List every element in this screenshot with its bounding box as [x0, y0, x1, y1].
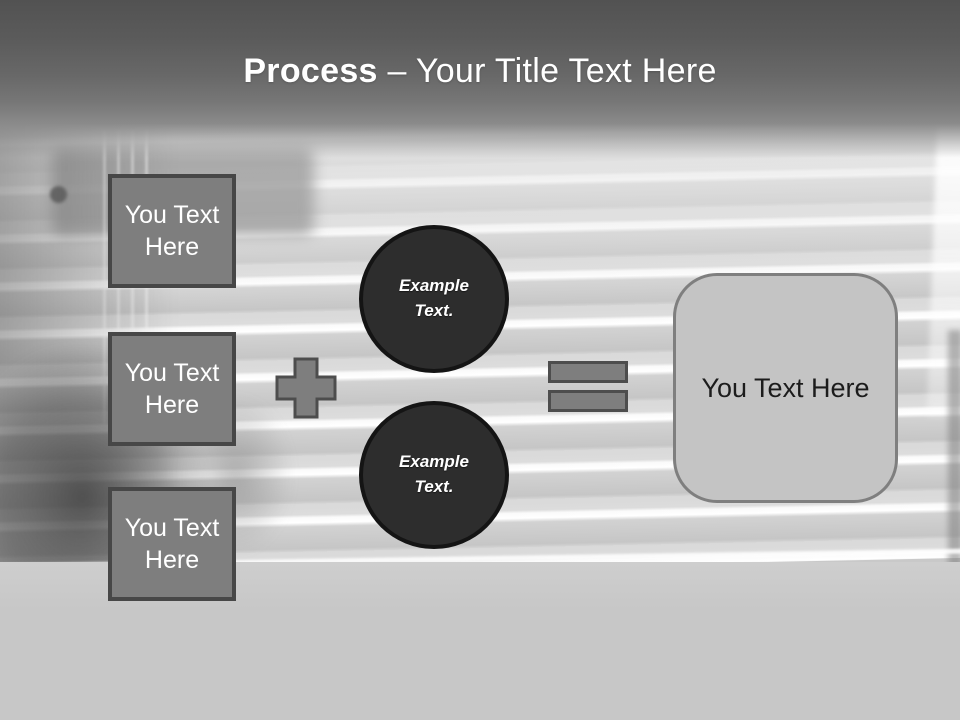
- example-circle-1-label: Example Text.: [399, 276, 469, 320]
- plus-icon-shape: [275, 357, 337, 419]
- result-box[interactable]: You Text Here: [673, 273, 898, 503]
- equals-bar-bottom: [548, 390, 628, 412]
- input-box-2-label: You Text Here: [124, 359, 220, 419]
- example-circle-1[interactable]: Example Text.: [359, 225, 509, 373]
- result-box-label: You Text Here: [701, 372, 870, 403]
- example-circle-2[interactable]: Example Text.: [359, 401, 509, 549]
- slide-title-rest: – Your Title Text Here: [387, 52, 717, 90]
- input-box-1-label: You Text Here: [124, 201, 220, 261]
- input-box-3[interactable]: You Text Here: [108, 487, 236, 601]
- slide-title-bold: Process: [243, 52, 378, 90]
- input-box-3-label: You Text Here: [124, 514, 220, 574]
- equals-icon[interactable]: [548, 361, 628, 412]
- right-edge-shadow: [948, 330, 960, 635]
- example-circle-2-label: Example Text.: [399, 452, 469, 496]
- input-box-2[interactable]: You Text Here: [108, 332, 236, 446]
- input-box-1[interactable]: You Text Here: [108, 174, 236, 288]
- equals-bar-top: [548, 361, 628, 383]
- header-gradient-band: [0, 0, 960, 158]
- slide-title[interactable]: Process – Your Title Text Here: [0, 52, 960, 91]
- plus-icon[interactable]: [275, 357, 337, 419]
